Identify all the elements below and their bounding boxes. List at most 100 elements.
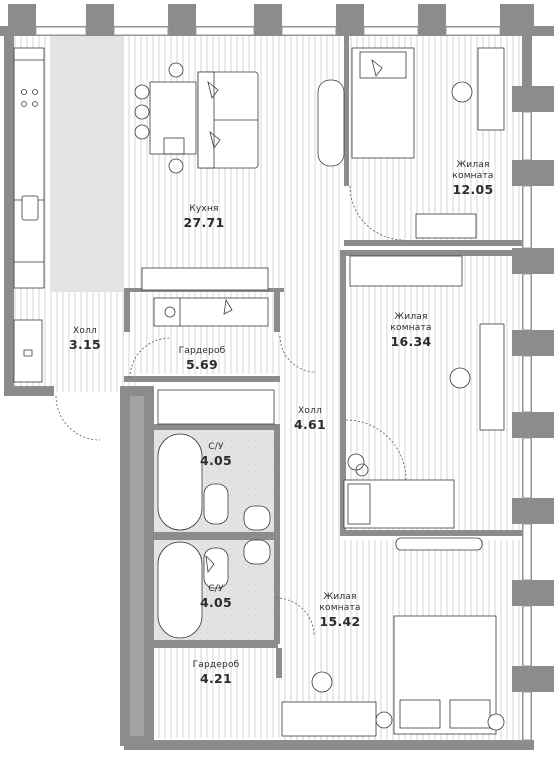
window-right-2 (522, 185, 532, 249)
window-top-1 (35, 26, 87, 36)
wall-wardrobe2-right (276, 648, 282, 678)
wall-bed1-bottom (344, 240, 522, 246)
column-right-7 (512, 580, 554, 606)
chair (134, 124, 150, 140)
tv-stand-bed3 (395, 537, 483, 551)
desk-chair-2 (449, 367, 471, 389)
decor-icons (23, 58, 383, 574)
room-area: 16.34 (390, 334, 432, 349)
hall2-door-swing (279, 335, 317, 373)
room-area: 3.15 (68, 337, 102, 352)
wall-bed1-left (344, 36, 349, 186)
kitchen-sink (21, 195, 39, 221)
room-area: 4.05 (199, 595, 233, 610)
room-label-bedroom-1: Жилая комната 12.05 (452, 160, 493, 197)
lamp-icon (207, 80, 219, 99)
desk-3 (281, 701, 377, 737)
window-top-2 (113, 26, 169, 36)
kitchen-furniture (13, 47, 345, 425)
window-right-4 (522, 355, 532, 413)
room-name: Гардероб (192, 660, 240, 670)
window-right-5 (522, 437, 532, 499)
wall-entry-bottom (4, 386, 54, 396)
toilet-1 (203, 483, 229, 525)
room-area: 4.21 (199, 671, 233, 686)
wall-ward1-left (124, 292, 130, 332)
chair (134, 84, 150, 100)
chair (134, 104, 150, 120)
desk-chair-1 (451, 81, 473, 103)
window-right-3 (522, 273, 532, 331)
room-label-bedroom-3: Жилая комната 15.42 (319, 592, 360, 629)
nightstand-lamp (487, 713, 505, 731)
bathtub-2 (157, 541, 203, 639)
room-label-bathroom-1: С/У 4.05 (200, 442, 232, 468)
sink-2 (243, 539, 271, 565)
room-name: Холл (298, 406, 322, 416)
wall-bed2-left (340, 250, 346, 532)
column-top-4 (254, 4, 282, 34)
room-name: С/У (208, 584, 224, 594)
column-top-3 (168, 4, 196, 34)
column-right-1 (512, 86, 554, 112)
nightstand-lamp (375, 711, 393, 729)
entry-door-swing (55, 395, 101, 441)
bedroom-furniture (281, 47, 505, 737)
toilet-2 (203, 547, 229, 589)
wall-bath-left-inner (130, 396, 144, 736)
wall-bed2-bottom (340, 530, 522, 536)
window-right-1 (522, 111, 532, 161)
room-name: Холл (73, 326, 97, 336)
cooktop-burner (32, 101, 38, 107)
side-cabinet (317, 79, 345, 167)
plant-icon (164, 306, 176, 318)
room-area: 27.71 (183, 215, 225, 230)
window-right-6 (522, 523, 532, 581)
wall-bath-mid (154, 532, 278, 540)
storage-cabinet (141, 267, 269, 291)
sink-1 (243, 505, 271, 531)
door-swings (55, 185, 407, 637)
kitchen-shadow-area (50, 36, 124, 292)
fridge (13, 319, 43, 383)
window-right-8 (522, 691, 532, 741)
window-top-3 (195, 26, 255, 36)
window-top-6 (445, 26, 501, 36)
room-area: 4.05 (199, 453, 233, 468)
column-top-5 (336, 4, 364, 34)
room-label-wardrobe-2: Гардероб 4.21 (193, 660, 240, 686)
chair (168, 158, 184, 174)
window-top-5 (363, 26, 419, 36)
shelf-bed1 (415, 213, 477, 239)
room-label-wardrobe-1: Гардероб 5.69 (179, 346, 226, 372)
plug-icon (23, 349, 33, 357)
room-label-kitchen: Кухня 27.71 (183, 204, 224, 230)
wall-ward1-right (274, 292, 280, 332)
cooktop-burner (21, 101, 27, 107)
chair-bed3 (311, 671, 333, 693)
wall-bed2-top (344, 250, 522, 256)
room-area: 4.61 (293, 417, 327, 432)
room-name: Жилая комната (319, 592, 361, 613)
wall-ward1-bottom (124, 376, 280, 382)
chair (168, 62, 184, 78)
room-name: Гардероб (178, 346, 226, 356)
lamp-icon (205, 554, 215, 574)
wall-bottom (124, 740, 534, 750)
wardrobe2-floor (154, 648, 280, 738)
room-name: Кухня (189, 204, 219, 214)
wall-bath2-bottom (154, 640, 278, 648)
dresser-bed2 (349, 255, 463, 287)
room-name: Жилая комната (390, 312, 432, 333)
chair-bed2 (347, 453, 365, 471)
cooktop-burner (21, 89, 27, 95)
column-right-5 (512, 412, 554, 438)
kitchen-counter (13, 47, 45, 289)
bath-door-swing (275, 597, 315, 637)
window-right-7 (522, 605, 532, 667)
column-right-4 (512, 330, 554, 356)
windows (35, 26, 532, 741)
plant-icon (355, 463, 369, 477)
desk-1 (477, 47, 505, 131)
